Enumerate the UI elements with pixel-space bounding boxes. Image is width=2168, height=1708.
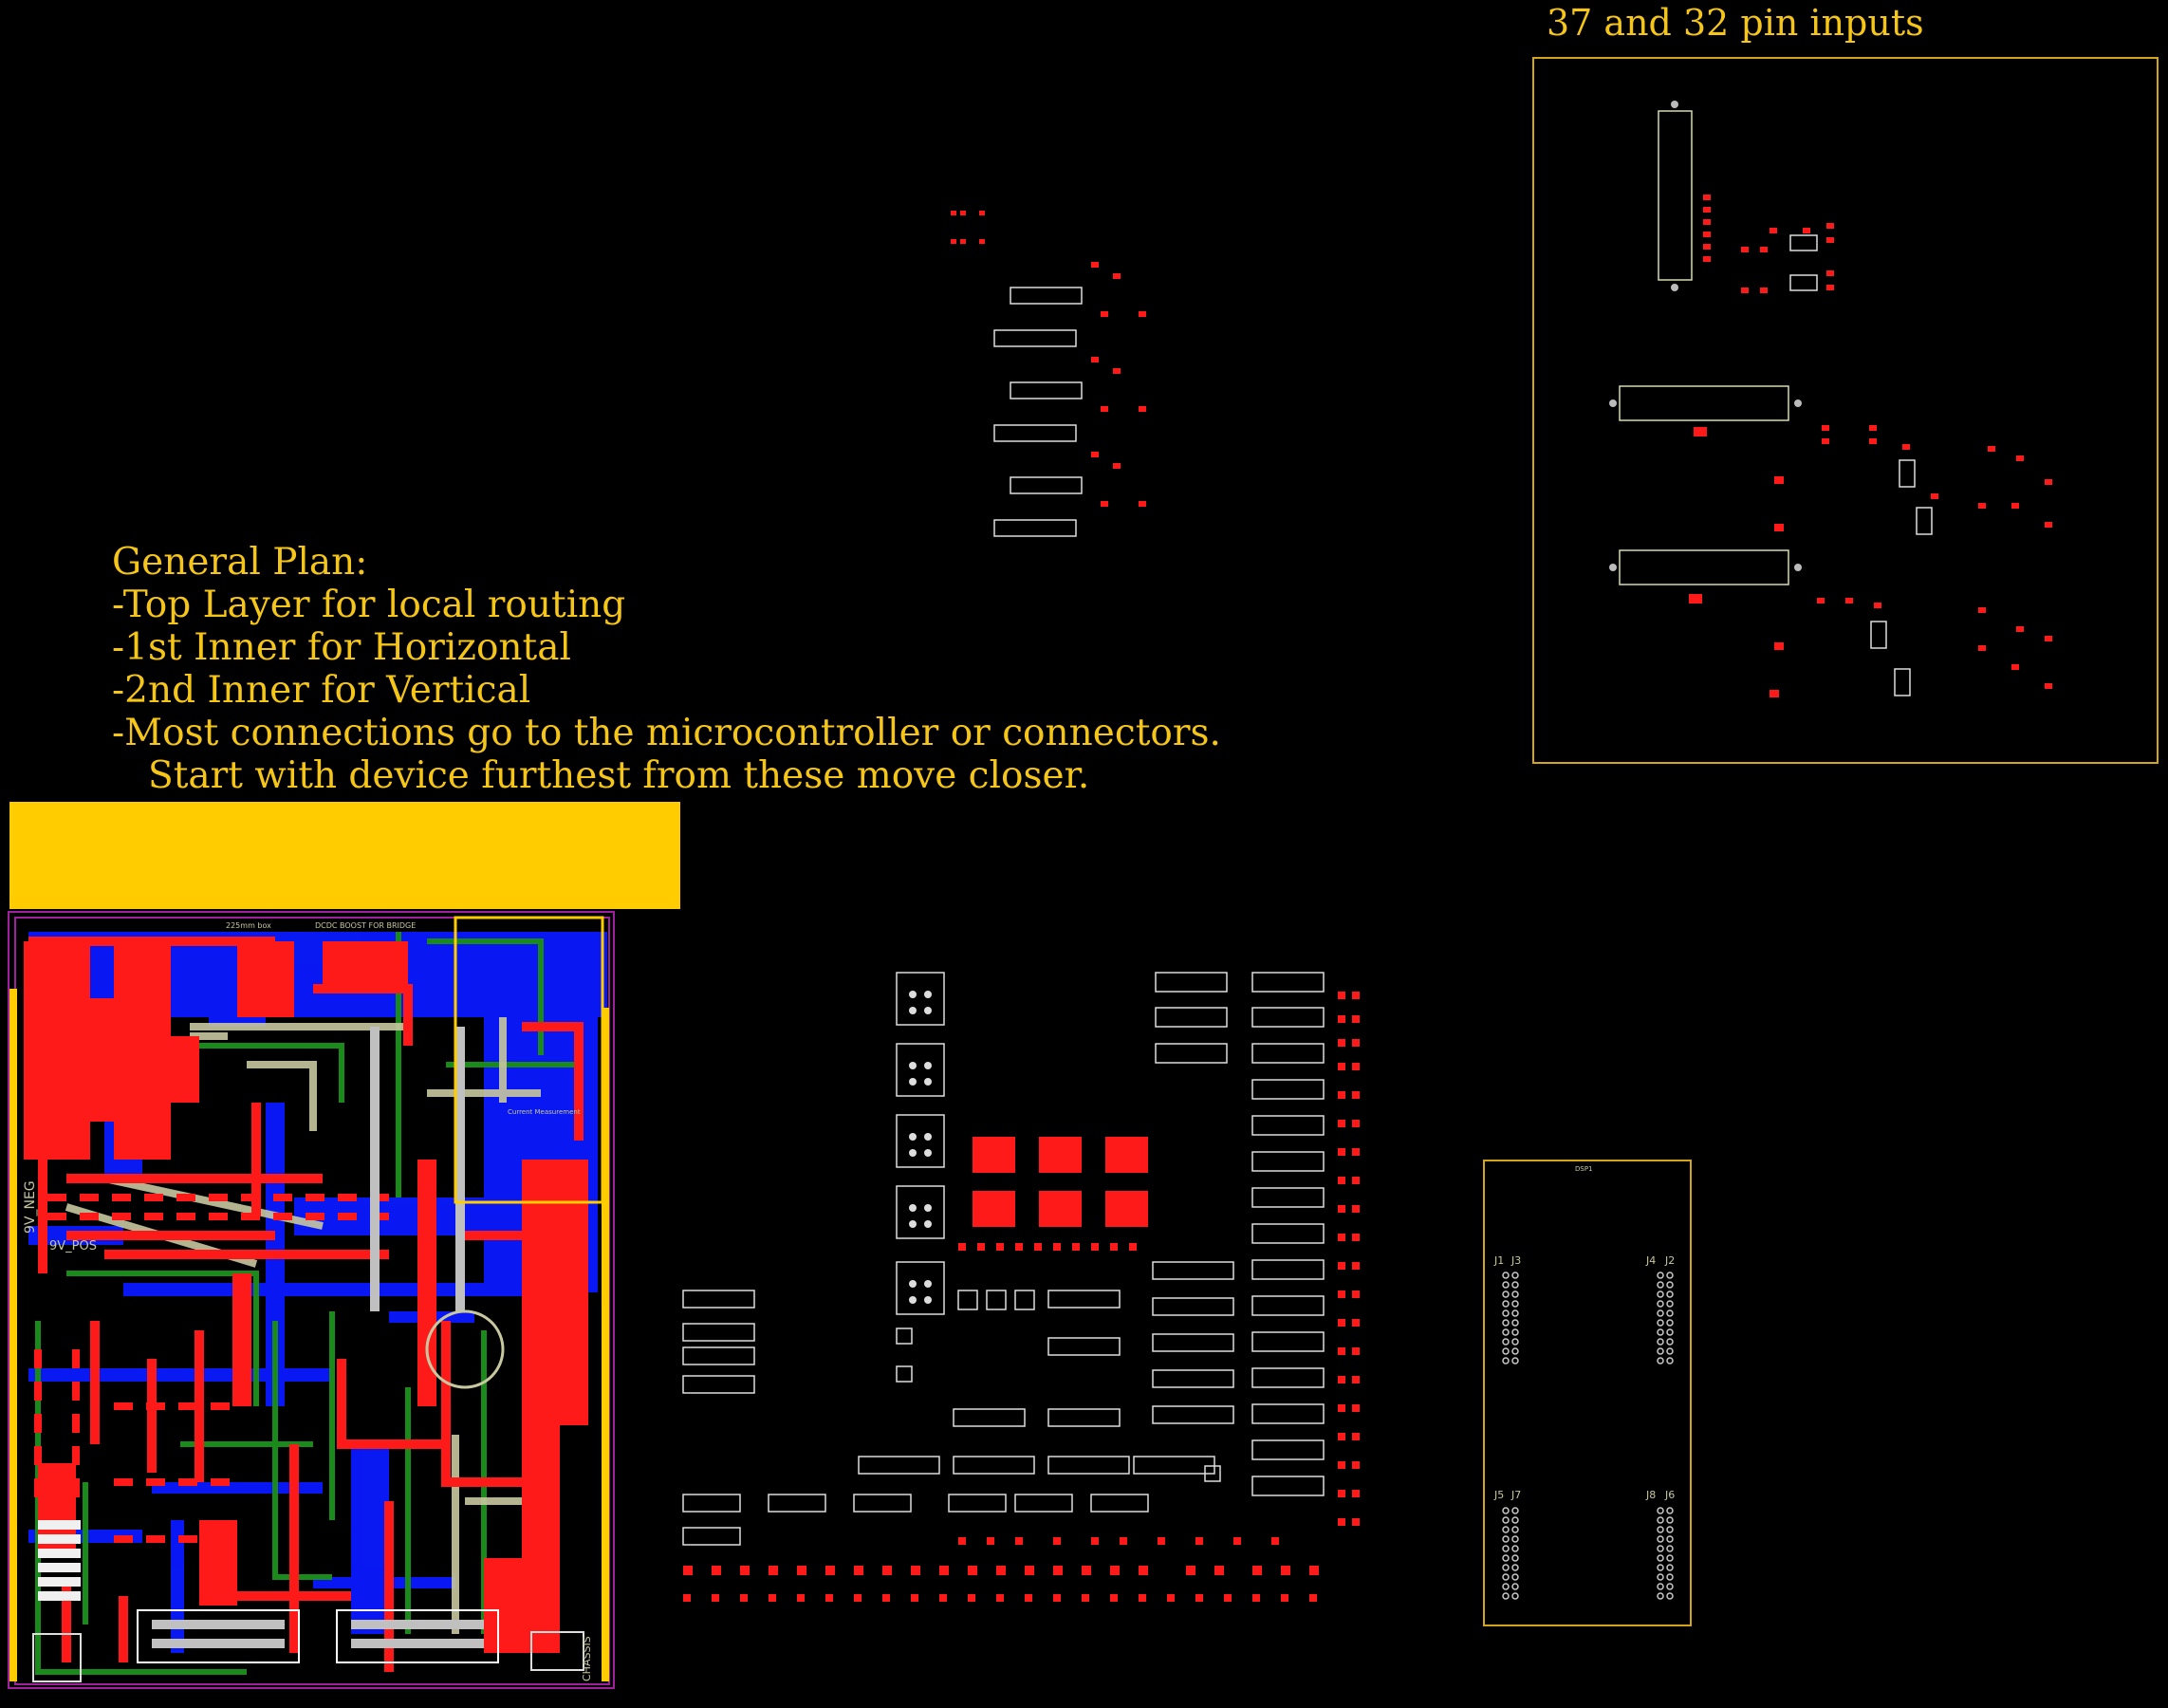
plan-line: -1st Inner for Horizontal bbox=[112, 626, 571, 669]
current-label: Current Measurement bbox=[508, 1108, 581, 1116]
input-section-components[interactable] bbox=[1532, 57, 2159, 764]
dsp-label: DSP1 bbox=[1575, 1165, 1593, 1173]
boost-label: DCDC BOOST FOR BRIDGE bbox=[315, 921, 416, 930]
j4-label: J4 bbox=[1645, 1254, 1656, 1267]
j6-label: J6 bbox=[1664, 1489, 1675, 1501]
general-plan-text: General Plan: -Top Layer for local routi… bbox=[112, 541, 1221, 797]
resistor-relay-group-top[interactable] bbox=[939, 199, 1186, 541]
component-placement-field[interactable] bbox=[674, 958, 1395, 1661]
plan-line: Start with device furthest from these mo… bbox=[148, 754, 1090, 797]
yellow-highlight-block bbox=[9, 802, 680, 909]
plan-line: -Most connections go to the microcontrol… bbox=[112, 712, 1221, 754]
plan-title: General Plan: bbox=[112, 541, 368, 584]
j2-label: J2 bbox=[1664, 1254, 1675, 1267]
plan-line: -2nd Inner for Vertical bbox=[112, 669, 531, 712]
input-section-box bbox=[1532, 57, 2159, 764]
neg-label: 9V_NEG bbox=[23, 1180, 38, 1234]
dsp-pin-headers[interactable]: DSP1 J1 J3 J4 J2 J5 J7 J8 J6 bbox=[1485, 1161, 1694, 1628]
dsp-connector-box: DSP1 J1 J3 J4 J2 J5 J7 J8 J6 bbox=[1483, 1160, 1692, 1626]
main-pcb-board[interactable]: 225mm box DCDC BOOST FOR BRIDGE 9V_NEG 9… bbox=[8, 911, 615, 1689]
j3-label: J3 bbox=[1510, 1254, 1521, 1267]
plan-line: -Top Layer for local routing bbox=[112, 584, 626, 626]
j7-label: J7 bbox=[1510, 1489, 1521, 1501]
j8-label: J8 bbox=[1645, 1489, 1656, 1501]
chassis-label: CHASSIS bbox=[581, 1636, 593, 1681]
pos-label: 9V_POS bbox=[49, 1239, 97, 1253]
j1-label: J1 bbox=[1493, 1254, 1504, 1267]
box-label: 225mm box bbox=[226, 921, 271, 930]
j5-label: J5 bbox=[1493, 1489, 1504, 1501]
main-pcb-traces[interactable]: 225mm box DCDC BOOST FOR BRIDGE 9V_NEG 9… bbox=[9, 913, 615, 1689]
header-title: 37 and 32 pin inputs bbox=[1547, 2, 1924, 44]
